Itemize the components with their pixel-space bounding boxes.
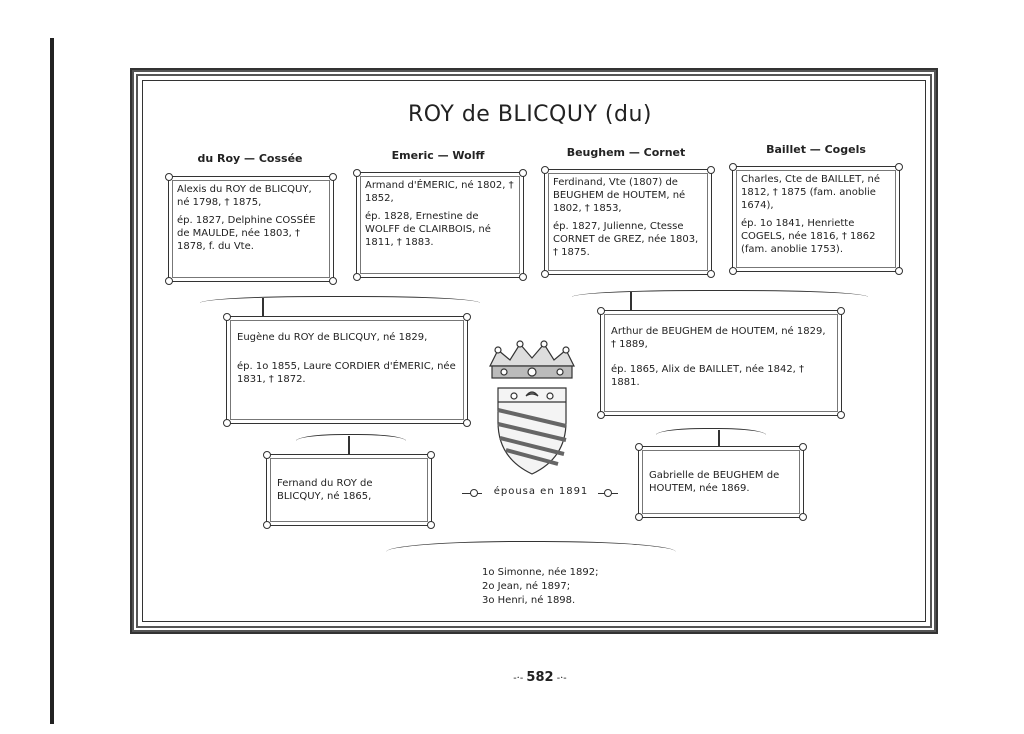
page-title: ROY de BLICQUY (du) (380, 102, 680, 127)
page-number: 582 (526, 670, 553, 685)
margin-rule (50, 38, 54, 724)
charles-birth: Charles, Cte de BAILLET, né 1812, † 1875… (741, 173, 891, 212)
gabrielle-birth: Gabrielle de BEUGHEM de HOUTEM, née 1869… (649, 469, 793, 495)
connector-line (262, 298, 264, 316)
alexis-birth: Alexis du ROY de BLICQUY, né 1798, † 187… (177, 183, 325, 209)
armand-birth: Armand d'ÉMERIC, né 1802, † 1852, (365, 179, 515, 205)
arthur-marriage: ép. 1865, Alix de BAILLET, née 1842, † 1… (611, 363, 831, 389)
person-box-charles: Charles, Cte de BAILLET, né 1812, † 1875… (732, 166, 900, 272)
connector-brace (296, 434, 406, 441)
connector-line (718, 430, 720, 446)
ferdinand-birth: Ferdinand, Vte (1807) de BEUGHEM de HOUT… (553, 176, 703, 215)
connector-line (630, 292, 632, 310)
eugene-marriage: ép. 1o 1855, Laure CORDIER d'ÉMERIC, née… (237, 360, 457, 386)
arthur-birth: Arthur de BEUGHEM de HOUTEM, né 1829, † … (611, 325, 831, 351)
lineage-emeric: Emeric — Wolff (358, 149, 518, 162)
alexis-marriage: ép. 1827, Delphine COSSÉE de MAULDE, née… (177, 214, 325, 253)
person-box-eugene: Eugène du ROY de BLICQUY, né 1829, ép. 1… (226, 316, 468, 424)
ornament-icon (604, 489, 612, 497)
child-2: 2o Jean, né 1897; (482, 580, 642, 594)
eugene-birth: Eugène du ROY de BLICQUY, né 1829, (237, 331, 457, 344)
armand-marriage: ép. 1828, Ernestine de WOLFF de CLAIRBOI… (365, 210, 515, 249)
fernand-birth: Fernand du ROY de BLICQUY, né 1865, (277, 477, 421, 503)
person-box-fernand: Fernand du ROY de BLICQUY, né 1865, (266, 454, 432, 526)
page-number-wrap: -·- 582 -·- (500, 666, 580, 685)
children-list: 1o Simonne, née 1892; 2o Jean, né 1897; … (482, 566, 642, 608)
ferdinand-marriage: ép. 1827, Julienne, Ctesse CORNET de GRE… (553, 220, 703, 259)
married-text: épousa en 1891 (486, 486, 596, 497)
person-box-gabrielle: Gabrielle de BEUGHEM de HOUTEM, née 1869… (638, 446, 804, 518)
lineage-baillet: Baillet — Cogels (736, 143, 896, 156)
person-box-alexis: Alexis du ROY de BLICQUY, né 1798, † 187… (168, 176, 334, 282)
child-3: 3o Henri, né 1898. (482, 594, 642, 608)
connector-line (348, 436, 350, 454)
child-1: 1o Simonne, née 1892; (482, 566, 642, 580)
ornament-icon (470, 489, 478, 497)
connector-brace (200, 296, 480, 303)
coat-of-arms-icon (484, 340, 580, 480)
person-box-ferdinand: Ferdinand, Vte (1807) de BEUGHEM de HOUT… (544, 169, 712, 275)
lineage-du-roy: du Roy — Cossée (170, 152, 330, 165)
person-box-arthur: Arthur de BEUGHEM de HOUTEM, né 1829, † … (600, 310, 842, 416)
connector-brace (656, 428, 766, 435)
person-box-armand: Armand d'ÉMERIC, né 1802, † 1852, ép. 18… (356, 172, 524, 278)
lineage-beughem: Beughem — Cornet (546, 146, 706, 159)
charles-marriage: ép. 1o 1841, Henriette COGELS, née 1816,… (741, 217, 891, 256)
connector-brace (572, 290, 868, 297)
